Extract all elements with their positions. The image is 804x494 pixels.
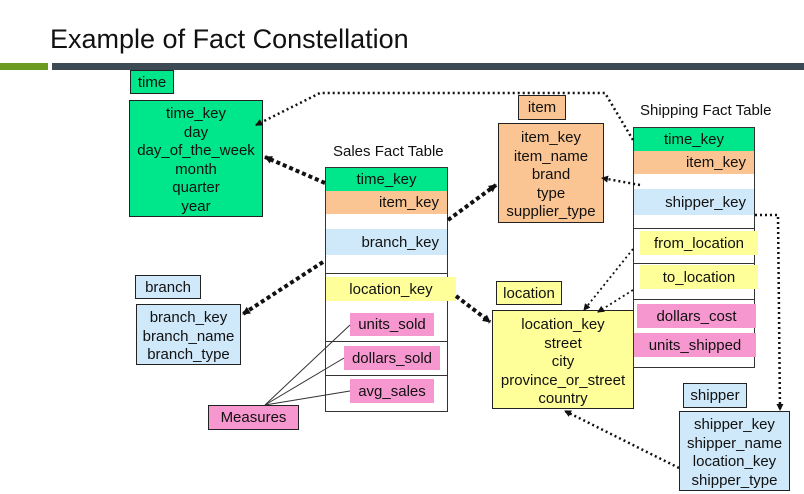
sales-measure-avg-sales: avg_sales [350,379,434,403]
title-accent-bar [0,63,48,70]
location-field: street [544,334,582,352]
shipping-shipper-key: shipper_key [634,189,754,215]
sales-item-key: item_key [326,191,447,214]
sales-measure-dollars-sold: dollars_sold [344,346,440,370]
sales-branch-link [241,260,325,316]
location-field: city [551,353,575,370]
time-field: year [181,197,211,215]
title-divider-bar [52,63,804,70]
sales-branch-key: branch_key [326,229,447,255]
location-label: location [496,281,562,305]
sales-time-link [264,155,326,185]
shipper-location-link [564,409,680,470]
branch-dimension-box: branch_key branch_name branch_type [136,304,241,365]
shipping-fact-caption: Shipping Fact Table [640,102,772,119]
branch-label: branch [135,275,201,299]
time-field: day [183,123,209,141]
shipper-field: shipper_type [691,471,778,489]
shipper-field: location_key [692,453,777,470]
branch-field: branch_name [142,327,235,345]
shipping-measure-dollars-cost: dollars_cost [637,304,756,328]
shipping-divider [633,263,755,264]
shipping-divider [633,228,755,229]
item-field: item_name [513,147,589,165]
branch-field: branch_type [147,346,230,363]
time-field: day_of_the_week [137,142,255,159]
shipper-field: shipper_name [686,434,783,452]
item-dimension-box: item_key item_name brand type supplier_t… [498,123,604,223]
measures-line [264,357,345,406]
item-field: type [536,184,566,202]
shipping-divider [633,299,755,300]
location-field: location_key [521,316,605,333]
shipping-item-key: item_key [634,151,754,174]
shipping-time-key: time_key [634,128,754,151]
shipping-time-link [255,91,635,141]
sales-measure-units-sold: units_sold [350,313,434,336]
time-field: quarter [172,179,220,196]
shipping-from-location: from_location [640,231,758,255]
shipper-field: shipper_key [694,416,775,433]
location-field: province_or_street [500,371,626,389]
time-field: month [175,160,217,178]
item-field: supplier_type [506,203,596,220]
shipping-to-location: to_location [640,265,758,289]
shipping-to-location-link [597,289,634,313]
shipping-from-location-link [583,248,634,311]
location-field: country [538,390,588,407]
time-label: time [130,70,174,94]
branch-field: branch_key [149,309,228,326]
shipping-item-link [601,175,641,187]
shipping-measure-units-shipped: units_shipped [634,333,756,357]
sales-item-link [446,183,498,222]
location-dimension-box: location_key street city province_or_str… [492,310,634,409]
measures-line [264,324,351,406]
slide-title: Example of Fact Constellation [50,24,409,54]
measures-label: Measures [208,405,299,430]
item-field: item_key [520,129,582,146]
shipper-label: shipper [683,383,747,408]
item-field: brand [531,166,571,183]
shipping-shipper-link [755,213,784,411]
item-label: item [518,95,566,120]
sales-time-key: time_key [326,168,447,191]
time-field: time_key [165,105,227,122]
sales-fact-caption: Sales Fact Table [333,143,444,160]
sales-location-key: location_key [326,277,456,301]
sales-divider [325,375,448,376]
time-dimension-box: time_key day day_of_the_week month quart… [129,100,263,217]
shipper-dimension-box: shipper_key shipper_name location_key sh… [679,411,790,491]
measures-line [264,390,351,406]
sales-location-link [454,294,492,324]
sales-divider [325,341,448,342]
sales-divider [325,273,448,274]
